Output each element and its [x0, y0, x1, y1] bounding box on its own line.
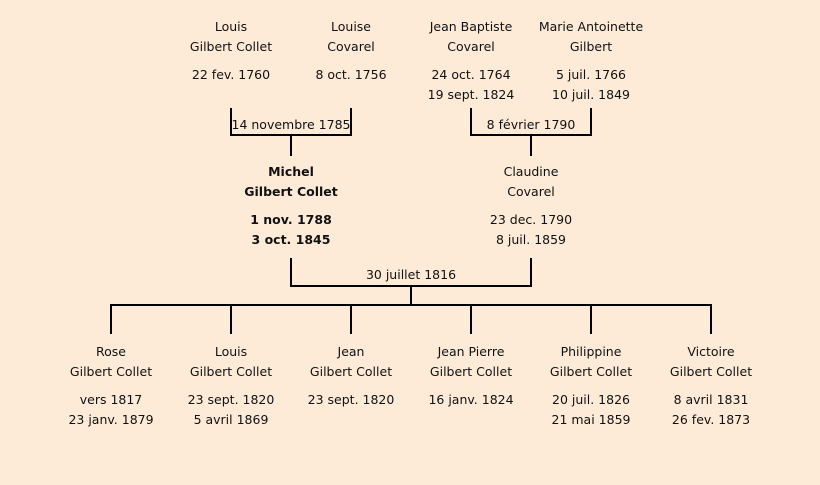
connector-line — [530, 258, 532, 287]
connector-line — [710, 304, 712, 334]
first-name: Louis — [214, 19, 248, 34]
death-date — [171, 85, 291, 105]
marriage-date-maternal: 8 février 1790 — [486, 117, 576, 132]
birth-date: 8 oct. 1756 — [315, 67, 387, 82]
death-date: 23 janv. 1879 — [68, 412, 154, 427]
first-name: Victoire — [687, 344, 735, 359]
first-name: Philippine — [560, 344, 622, 359]
connector-line — [350, 304, 352, 334]
last-name: Gilbert Collet — [244, 184, 338, 199]
connector-line — [110, 304, 112, 334]
birth-date: 16 janv. 1824 — [428, 392, 514, 407]
birth-date: vers 1817 — [79, 392, 143, 407]
connector-line — [470, 304, 472, 334]
last-name: Gilbert Collet — [549, 364, 633, 379]
connector-line — [530, 134, 532, 156]
first-name: Louis — [214, 344, 248, 359]
last-name: Gilbert — [569, 39, 613, 54]
death-date: 26 fev. 1873 — [671, 412, 751, 427]
birth-date: 5 juil. 1766 — [555, 67, 627, 82]
first-name: Claudine — [503, 164, 559, 179]
birth-date: 22 fev. 1760 — [191, 67, 271, 82]
death-date — [291, 410, 411, 430]
first-name: Jean Pierre — [437, 344, 505, 359]
birth-date: 1 nov. 1788 — [250, 212, 332, 227]
connector-line — [590, 304, 592, 334]
connector-line — [290, 258, 292, 287]
last-name: Covarel — [327, 39, 375, 54]
death-date: 8 juil. 1859 — [495, 232, 567, 247]
connector-line — [590, 108, 592, 136]
birth-date: 24 oct. 1764 — [431, 67, 511, 82]
connector-line — [230, 304, 232, 334]
last-name: Gilbert Collet — [429, 364, 513, 379]
first-name: Jean — [337, 344, 365, 359]
connector-line — [230, 108, 232, 136]
birth-date: 20 juil. 1826 — [552, 392, 630, 407]
first-name: Rose — [96, 344, 126, 359]
death-date — [291, 85, 411, 105]
death-date: 5 avril 1869 — [193, 412, 269, 427]
death-date: 21 mai 1859 — [551, 412, 631, 427]
death-date: 10 juil. 1849 — [552, 87, 630, 102]
birth-date: 23 dec. 1790 — [489, 212, 573, 227]
connector-line — [350, 108, 352, 136]
death-date: 3 oct. 1845 — [251, 232, 331, 247]
last-name: Covarel — [447, 39, 495, 54]
last-name: Gilbert Collet — [189, 364, 273, 379]
connector-line — [410, 285, 412, 306]
connector-line — [290, 134, 292, 156]
last-name: Gilbert Collet — [309, 364, 393, 379]
children-rail — [110, 304, 712, 306]
death-date: 19 sept. 1824 — [427, 87, 515, 102]
last-name: Gilbert Collet — [69, 364, 153, 379]
first-name: Marie Antoinette — [538, 19, 644, 34]
last-name: Gilbert Collet — [189, 39, 273, 54]
marriage-date-paternal: 14 novembre 1785 — [231, 117, 351, 132]
last-name: Covarel — [507, 184, 555, 199]
first-name: Jean Baptiste — [429, 19, 513, 34]
first-name: Michel — [268, 164, 314, 179]
birth-date: 23 sept. 1820 — [187, 392, 275, 407]
birth-date: 8 avril 1831 — [673, 392, 749, 407]
last-name: Gilbert Collet — [669, 364, 753, 379]
death-date — [411, 410, 531, 430]
connector-line — [470, 108, 472, 136]
birth-date: 23 sept. 1820 — [307, 392, 395, 407]
marriage-date-parents: 30 juillet 1816 — [365, 267, 457, 282]
first-name: Louise — [331, 19, 371, 34]
